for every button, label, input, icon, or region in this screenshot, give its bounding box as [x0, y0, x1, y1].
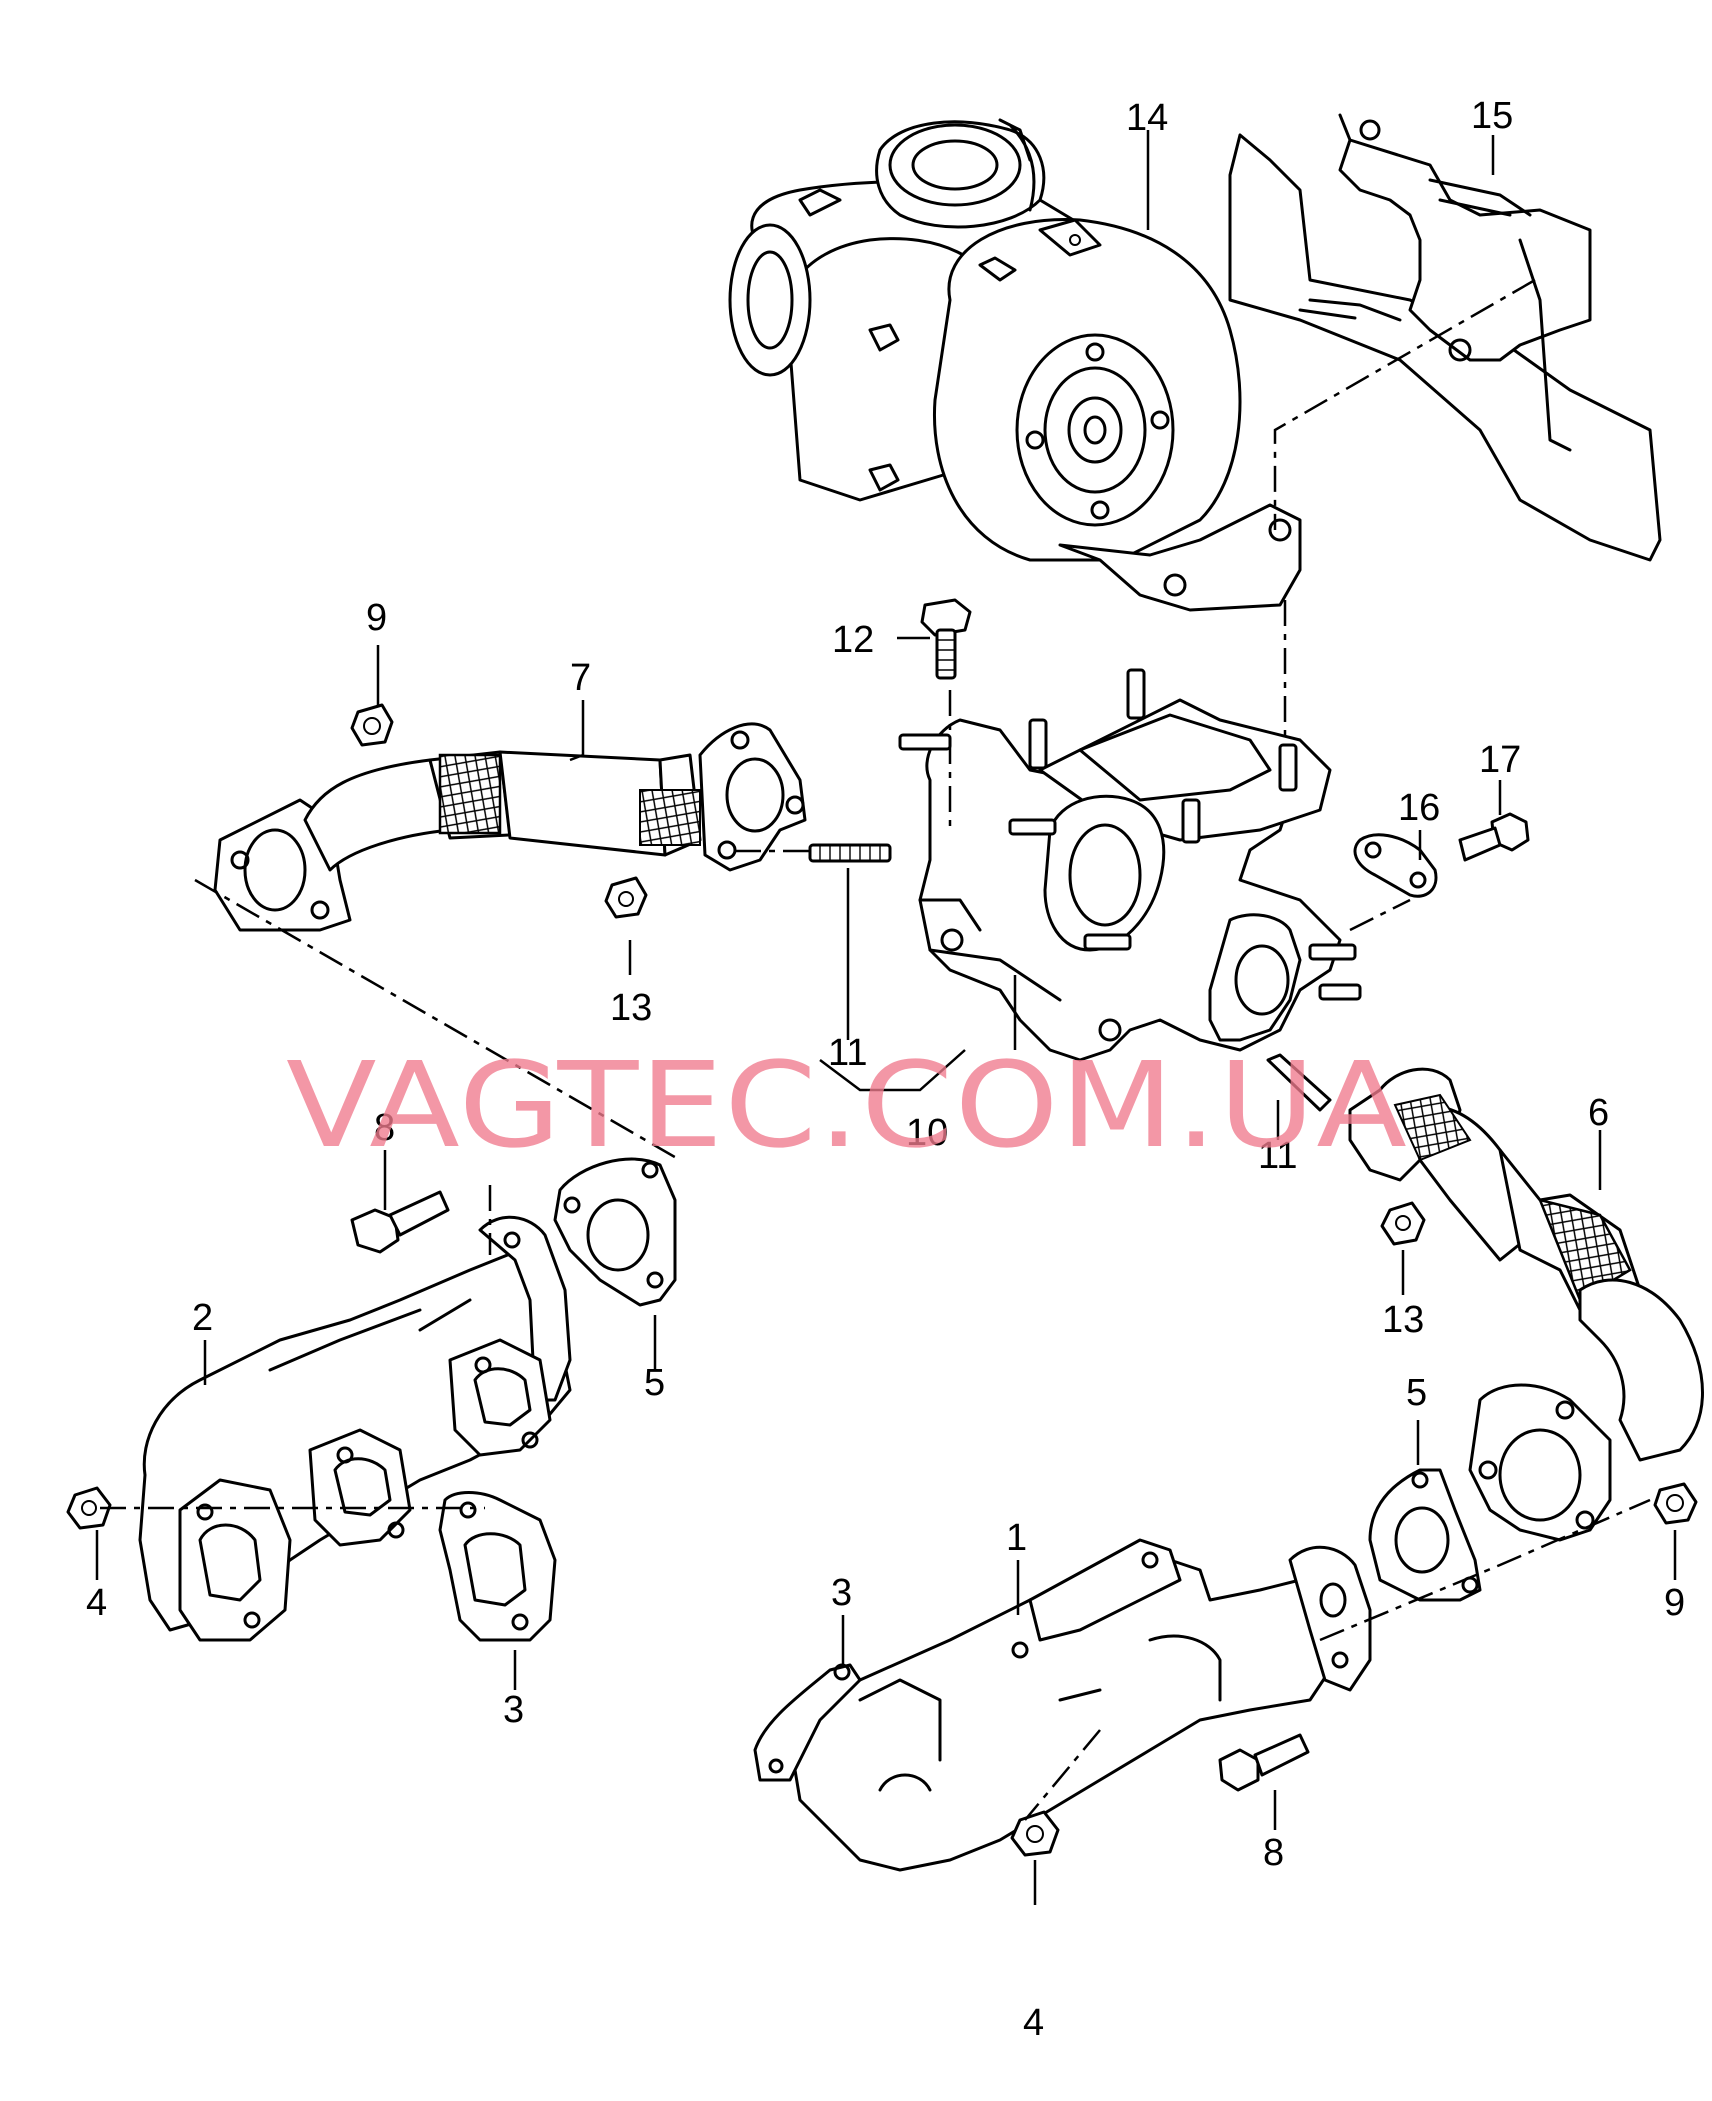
callout-11-right: 11	[1258, 1135, 1297, 1177]
callout-4-left: 4	[86, 1582, 107, 1624]
nut-4-left	[66, 1486, 112, 1530]
bolt-17	[1458, 812, 1530, 862]
callout-8-left: 8	[374, 1107, 395, 1149]
callout-16: 16	[1398, 787, 1440, 829]
callout-8-right: 8	[1263, 1832, 1284, 1874]
callout-5-left: 5	[644, 1362, 665, 1404]
callout-3-right: 3	[831, 1572, 852, 1614]
callout-13-right: 13	[1382, 1299, 1424, 1341]
callout-14: 14	[1126, 97, 1168, 139]
callout-2: 2	[192, 1297, 213, 1339]
gasket-16	[1353, 833, 1438, 898]
callout-10: 10	[906, 1112, 948, 1154]
exhaust-pipe-left	[213, 703, 892, 932]
callout-17: 17	[1479, 739, 1521, 781]
callout-7: 7	[570, 657, 591, 699]
callout-9-right: 9	[1664, 1582, 1685, 1624]
callout-3-left: 3	[503, 1689, 524, 1731]
callout-11-left: 11	[828, 1032, 867, 1074]
callout-13-left: 13	[610, 987, 652, 1029]
callout-15: 15	[1471, 95, 1513, 137]
callout-4-bottom: 4	[1023, 2002, 1044, 2044]
watermark-text: VAGTEC.COM.UA	[286, 1036, 1408, 1174]
bolt-12	[920, 598, 972, 680]
callout-12: 12	[832, 619, 874, 661]
callout-5-right: 5	[1406, 1372, 1427, 1414]
exhaust-manifold-connector	[898, 668, 1362, 1062]
gasket-3-left	[438, 1491, 557, 1642]
leader-lines	[95, 130, 1677, 1905]
callout-6: 6	[1588, 1092, 1609, 1134]
exhaust-manifold-right	[753, 1468, 1482, 1872]
gasket-5-left	[553, 1157, 677, 1307]
heat-shield	[1228, 113, 1662, 562]
assembly-lines	[100, 278, 1651, 1821]
exhaust-pipe-right	[1266, 1053, 1704, 1542]
turbocharger	[728, 118, 1302, 612]
exhaust-manifold-left	[138, 1215, 572, 1642]
bolt-8-left	[350, 1190, 450, 1254]
callout-9-left: 9	[366, 597, 387, 639]
callout-labels: 14 15 9 7 12 13 11 10 11 17 16 6 13 8 2 …	[86, 95, 1685, 2044]
callout-1: 1	[1006, 1517, 1027, 1559]
